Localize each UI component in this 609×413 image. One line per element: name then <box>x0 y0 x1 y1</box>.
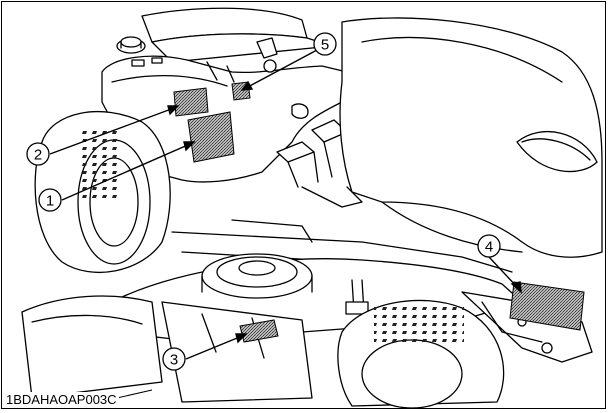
callout-number-3: 3 <box>170 352 178 369</box>
callout-number-5: 5 <box>321 37 329 54</box>
callout-circle-4 <box>477 234 501 258</box>
callout-number-2: 2 <box>34 147 42 164</box>
callout-circle-3 <box>162 347 186 371</box>
callout-number-1: 1 <box>46 193 54 210</box>
callout-circle-5 <box>313 32 337 56</box>
callout-number-4: 4 <box>485 239 493 256</box>
callout-circle-2 <box>26 142 50 166</box>
label-2 <box>173 87 209 117</box>
mower-illustration: 1 2 3 4 5 <box>21 7 603 408</box>
label-1 <box>187 111 235 163</box>
label-4 <box>509 281 585 331</box>
figure-id-label: 1BDAHAOAP003C <box>6 392 119 407</box>
callout-circle-1 <box>38 188 62 212</box>
